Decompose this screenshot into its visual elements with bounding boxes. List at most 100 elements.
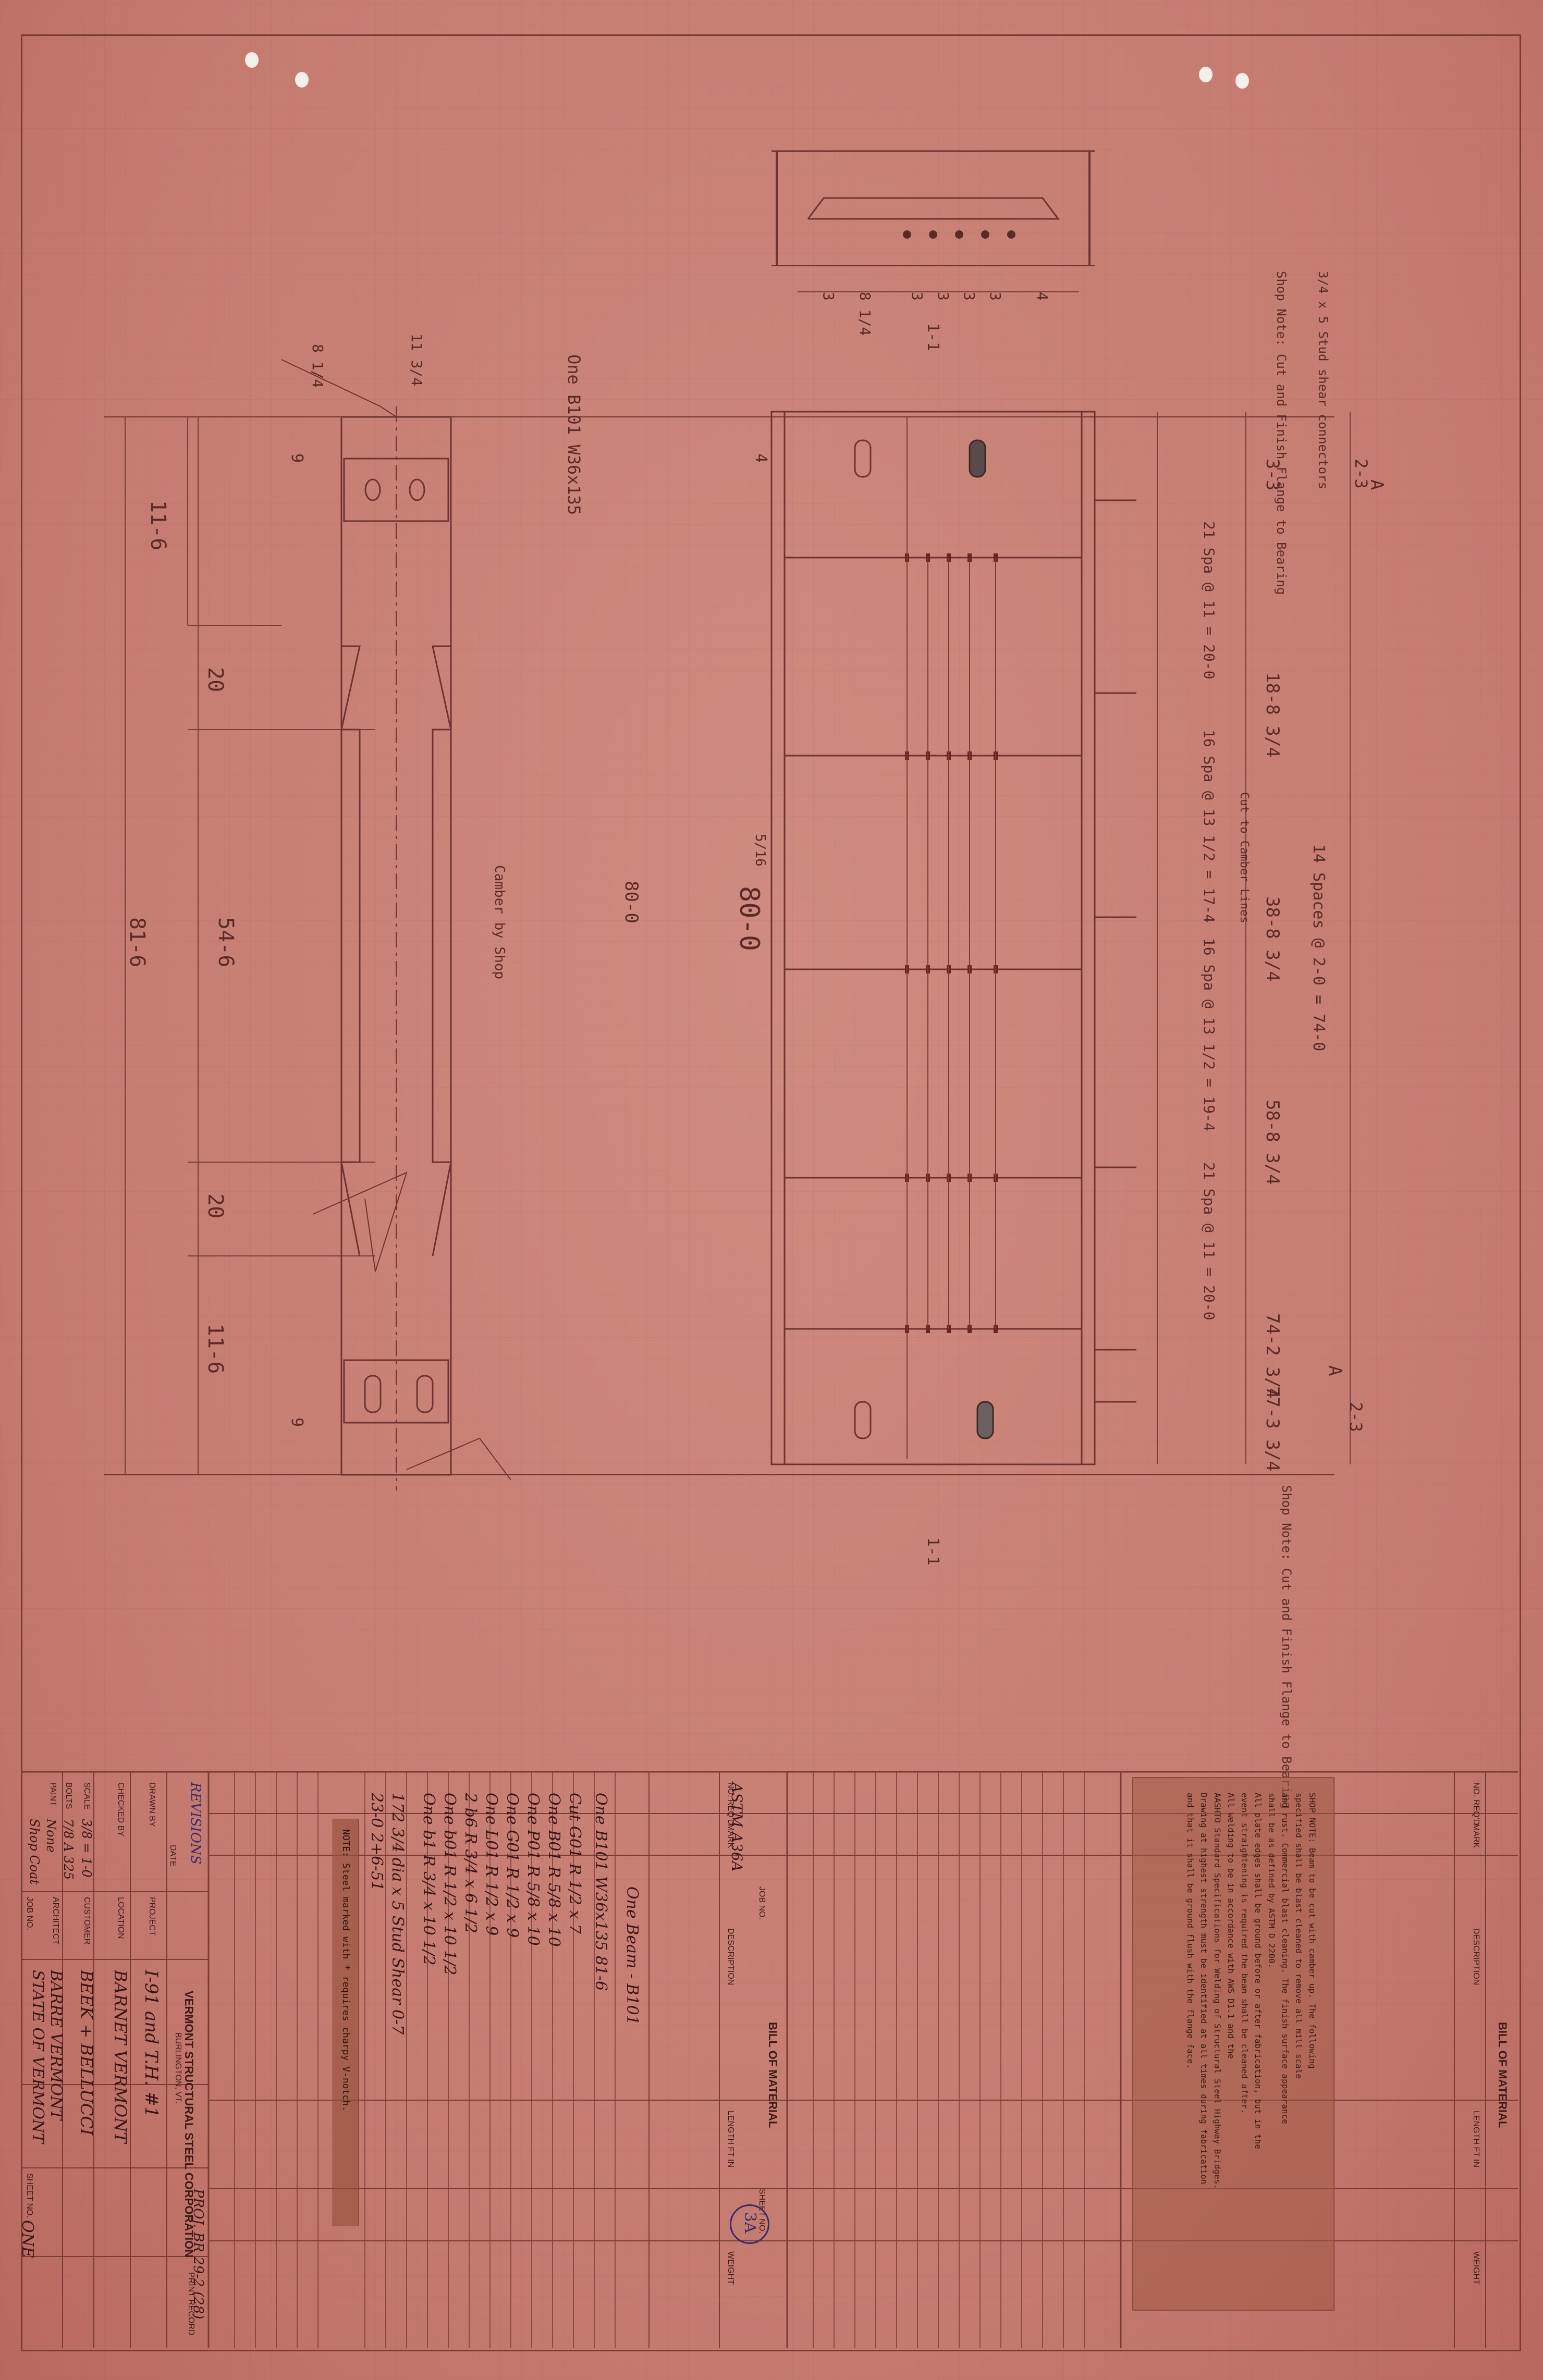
bolts-value: 7/8 A 325 — [61, 1819, 76, 1880]
bom-stamp-circle: 3A — [730, 2204, 769, 2244]
architect-value: BARRE VERMONT — [47, 1970, 65, 2120]
bom-row: One Beam - B101 — [623, 1886, 641, 2025]
shop-coat: Shop Coat — [27, 1819, 42, 1885]
bom-stamp: 3A — [741, 2212, 759, 2234]
flange-note: Cut to Camber Lines — [1238, 792, 1251, 923]
ordinate-total: 14 Spaces @ 2-0 = 74-0 — [1309, 844, 1328, 1051]
shop-note-line: SHOP NOTE: Beam to be cut with camber up… — [1307, 1793, 1317, 2069]
bom-row: Cut G01 R 1/2 x 7 — [566, 1793, 584, 1934]
punch-hole — [1199, 67, 1213, 82]
ordinate-5: 74-2 3/4 — [1262, 1313, 1283, 1399]
paint-label: PAINT — [48, 1782, 57, 1806]
customer-value: BEEK + BELLUCCI — [77, 1970, 96, 2136]
stiff-spacing-1: 21 Spa @ 11 = 20-0 — [1201, 521, 1218, 679]
project-label: PROJECT — [148, 1897, 156, 1936]
dim-eleven: 11 3/4 — [408, 334, 425, 386]
shop-note-line: and rust. Commercial blast cleaning. The… — [1280, 1793, 1290, 2124]
bearing-bot: 2-3 — [1346, 1402, 1366, 1432]
shop-notes: SHOP NOTE: Beam to be cut with camber up… — [1183, 1793, 1319, 2293]
ordinate-1: 3-3 — [1262, 459, 1283, 490]
bom-right-col: WEIGHT — [1472, 2251, 1480, 2285]
company-city: BURLINGTON, VT. — [174, 2032, 182, 2104]
drawn-by-label: DRAWN BY — [148, 1782, 156, 1827]
dim-span-3: 54-6 — [214, 917, 238, 967]
dim-span-2: 20 — [203, 667, 227, 692]
shop-note-line: Drawing at highest strength must be iden… — [1199, 1793, 1209, 2185]
section-dim: 3 — [961, 292, 978, 301]
stiff-spacing-3: 16 Spa @ 13 1/2 = 19-4 — [1201, 938, 1218, 1131]
dim-total: 81-6 — [125, 917, 149, 967]
shop-note-line: shall be as defined by ASTM D 2200. — [1267, 1793, 1277, 1969]
shop-note-line: event straightening is required the beam… — [1240, 1793, 1250, 2114]
sheet-border — [21, 34, 1521, 2351]
customer-label: CUSTOMER — [82, 1897, 91, 1945]
camber-note: Camber by Shop — [492, 865, 507, 979]
bom-left-col: NO. REQ'D — [726, 1782, 735, 1826]
location-label: LOCATION — [116, 1897, 125, 1939]
bom-row: One B01 R 5/8 x 10 — [545, 1793, 563, 1947]
section-dim: 3 — [820, 292, 837, 301]
stiff-spacing-2: 16 Spa @ 13 1/2 = 17-4 — [1201, 730, 1218, 923]
dim-elev: 80-0 — [733, 886, 765, 951]
shop-note-line: specified shall be blast cleaned to remo… — [1294, 1793, 1304, 2079]
ordinate-4: 58-8 3/4 — [1262, 1100, 1283, 1185]
section-dim: 4 — [1034, 292, 1051, 301]
checked-by-label: CHECKED BY — [116, 1782, 125, 1837]
bom-row: 2 b6 R 3/4 x 6 1/2 — [461, 1793, 480, 1933]
bom-row: One L01 R 1/2 x 9 — [482, 1793, 500, 1936]
weld-symbol: 5/16 — [752, 834, 768, 867]
dim-span-4: 20 — [203, 1193, 227, 1218]
beam-elevation-view — [770, 411, 1351, 1465]
shop-notes-panel — [1132, 1777, 1334, 2311]
mark-a-bot: A — [1325, 1365, 1345, 1376]
bom-right-col: MARK — [1472, 1824, 1480, 1848]
bom-row: One b1 R 3/4 x 10 1/2 — [420, 1793, 438, 1966]
dim-eight: 8 1/4 — [309, 344, 326, 388]
dim-span-5: 11-6 — [203, 1324, 227, 1374]
bom-row: 23-0 2+6-51 — [368, 1793, 386, 1891]
bom-left-title: BILL OF MATERIAL — [766, 2022, 779, 2128]
paint-value: None — [44, 1819, 58, 1853]
ordinate-2: 18-8 3/4 — [1262, 672, 1283, 758]
sheet-label: SHEET NO. — [25, 2173, 34, 2218]
bom-left-job: JOB NO. — [757, 1886, 766, 1920]
architect-label: ARCHITECT — [51, 1897, 60, 1945]
dim-cl: 80-0 — [621, 881, 642, 923]
beam-plan-view — [104, 359, 1334, 1490]
shop-note-bot: Shop Note: Cut and Finish Flange to Bear… — [1279, 1485, 1294, 1809]
section-dims: 3 8 1/4 3 3 3 3 4 — [820, 292, 1051, 336]
section-mark-bot: 1-1 — [924, 1537, 942, 1565]
dim-four-top: 4 — [752, 453, 770, 463]
bom-right-title: BILL OF MATERIAL — [1496, 2022, 1509, 2128]
bom-row: One G01 R 1/2 x 9 — [503, 1793, 521, 1938]
bom-row: One P01 R 5/8 x 10 — [524, 1793, 542, 1946]
stud-note: 3/4 x 5 Stud shear connectors — [1316, 271, 1330, 489]
bom-left-col: MARK — [726, 1824, 735, 1848]
bom-right-col: DESCRIPTION — [1472, 1928, 1480, 1986]
charpy-note: NOTE: Steel marked with * requires charp… — [340, 1829, 351, 2112]
scale-value: 3/8 = 1-0 — [79, 1819, 94, 1878]
plan-title: One B101 W36x135 — [564, 354, 584, 515]
shop-note-line: All plate edges shall be ground before o… — [1253, 1793, 1263, 2149]
section-dim: 3 — [935, 292, 952, 301]
ordinate-6: 77-3 3/4 — [1262, 1386, 1283, 1472]
stiff-spacing-4: 21 Spa @ 11 = 20-0 — [1201, 1162, 1218, 1320]
mark-a-top: A — [1366, 479, 1387, 490]
bom-left-col: WEIGHT — [726, 2251, 735, 2285]
shop-note-line: All welding to be in accordance with AWS… — [1226, 1793, 1236, 2059]
scale-label: SCALE — [82, 1782, 91, 1810]
charpy-note-panel — [333, 1819, 359, 2226]
bolts-label: BOLTS — [64, 1782, 73, 1809]
dim-nine-top: 9 — [288, 453, 306, 463]
punch-hole — [295, 72, 309, 88]
ordinate-3: 38-8 3/4 — [1262, 896, 1283, 982]
section-mark-top: 1-1 — [924, 323, 942, 351]
revisions-label: REVISIONS — [188, 1782, 203, 1865]
bom-left-col: LENGTH FT IN — [726, 2111, 735, 2168]
shop-note-line: AASHTO Standard Specifications for Weldi… — [1213, 1793, 1222, 2189]
bom-left-col: DESCRIPTION — [726, 1928, 735, 1986]
section-dim: 3 — [987, 292, 1004, 301]
project-value: I-91 and T.H. #1 — [141, 1970, 162, 2118]
dim-span-1: 11-6 — [146, 500, 170, 550]
